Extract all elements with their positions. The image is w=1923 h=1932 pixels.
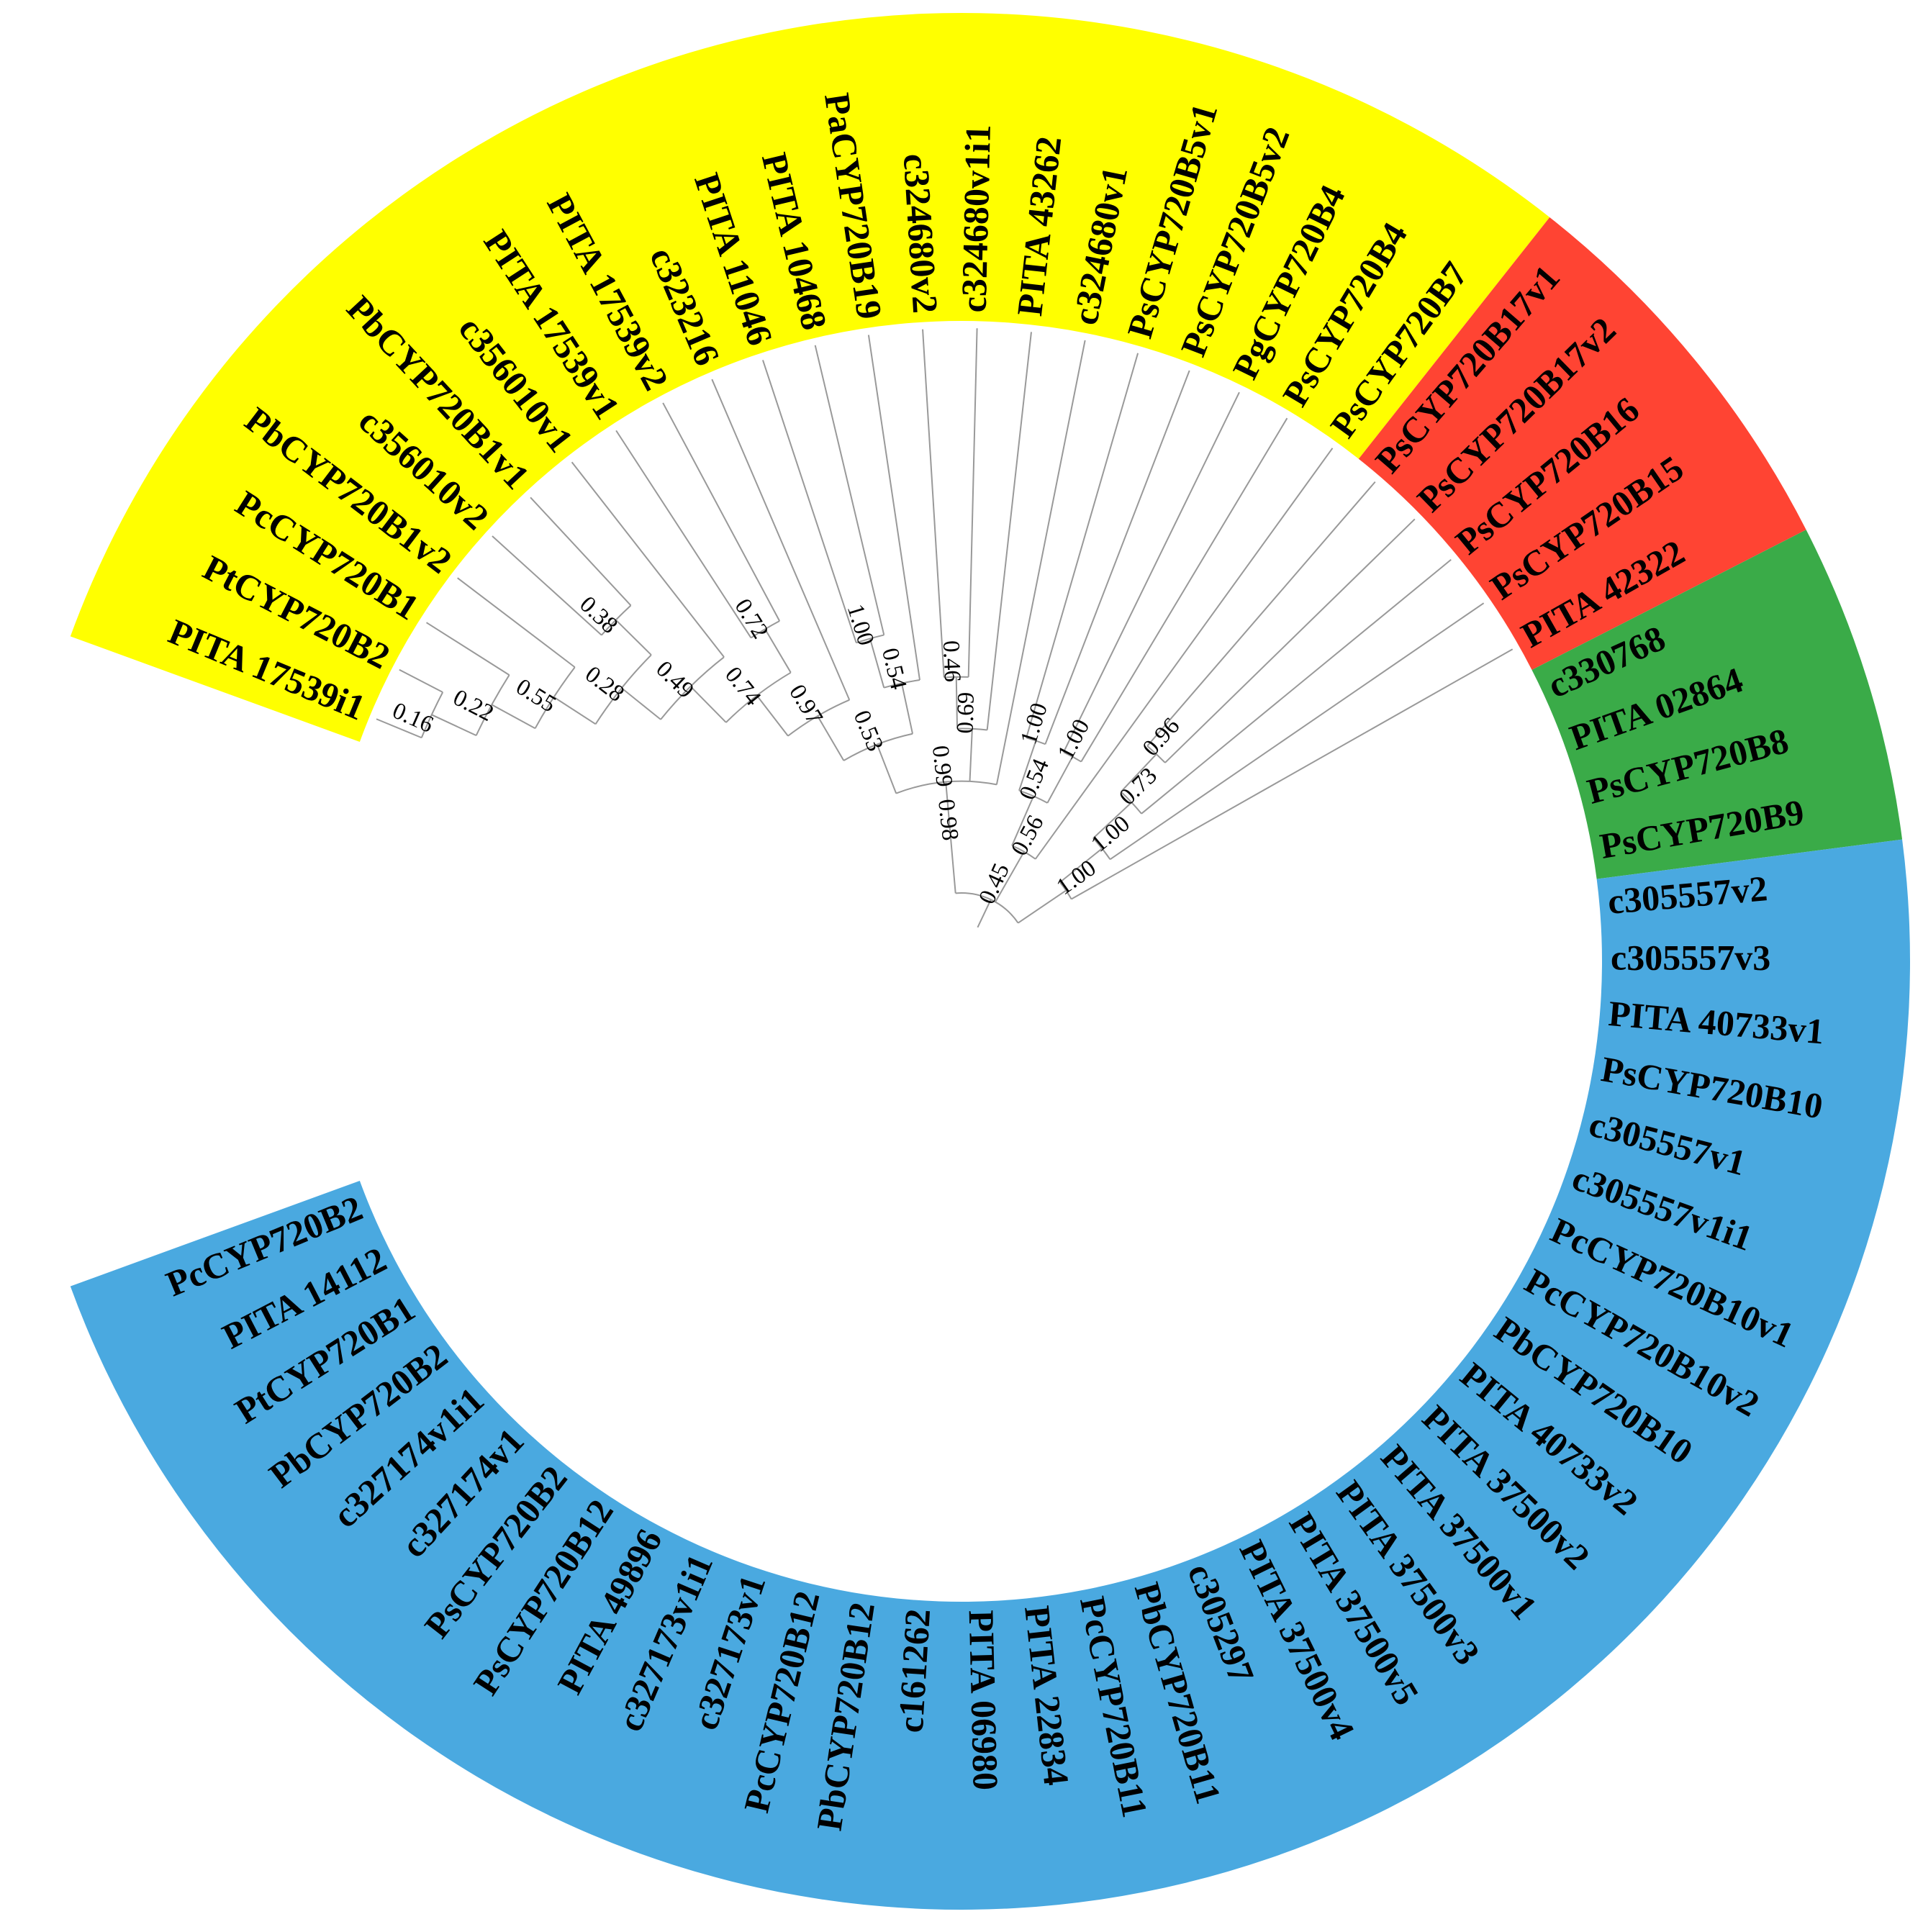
branch-line xyxy=(1146,481,1376,747)
support-value: 0.28 xyxy=(580,661,629,707)
support-value: 0.74 xyxy=(720,662,766,711)
branch-line xyxy=(762,360,857,643)
clade-color-bands xyxy=(70,13,1911,1910)
branch-arc xyxy=(1092,838,1111,860)
root-branch xyxy=(977,899,992,928)
support-value: 0.72 xyxy=(729,594,773,643)
branch-line xyxy=(1092,802,1132,839)
branch-line xyxy=(530,496,632,607)
support-value: 0.49 xyxy=(651,656,698,704)
support-value: 0.46 xyxy=(938,640,965,682)
branch-line xyxy=(376,718,422,739)
support-value: 1.00 xyxy=(842,602,879,649)
support-value: 0.54 xyxy=(1015,756,1054,804)
branch-arc xyxy=(955,892,1019,924)
branch-line xyxy=(986,332,1032,730)
support-value: 0.55 xyxy=(512,674,561,718)
branch-line xyxy=(1141,558,1452,815)
branch-arc xyxy=(534,666,576,729)
support-value: 1.00 xyxy=(1087,811,1135,858)
branch-line xyxy=(995,340,1086,785)
branch-arc xyxy=(787,699,850,737)
branch-arc xyxy=(594,654,652,725)
leaf-label: PITA 06980 xyxy=(962,1610,1006,1791)
branch-line xyxy=(1164,518,1416,763)
branch-line xyxy=(615,430,752,638)
leaf-label: c161262 xyxy=(890,1607,938,1733)
branch-line xyxy=(1080,417,1288,763)
branch-line xyxy=(621,687,661,720)
leaf-label: c324680v2 xyxy=(896,153,946,314)
branch-line xyxy=(764,628,792,674)
branch-arc xyxy=(725,671,792,723)
branch-line xyxy=(689,686,727,723)
branch-line xyxy=(491,704,536,730)
branch-line xyxy=(431,714,477,737)
branch-line xyxy=(869,638,885,688)
support-value: 0.38 xyxy=(574,591,623,639)
clade-band-blue xyxy=(70,839,1911,1910)
branch-line xyxy=(867,335,920,681)
branch-line xyxy=(571,461,725,658)
branch-line xyxy=(1120,753,1157,793)
branch-line xyxy=(711,378,851,701)
branch-line xyxy=(949,835,956,894)
leaf-label: c305557v3 xyxy=(1611,937,1770,977)
support-value: 0.53 xyxy=(849,707,888,755)
branch-line xyxy=(425,622,510,676)
branch-line xyxy=(615,619,652,656)
tree-branches xyxy=(376,328,1513,928)
support-value: 0.99 xyxy=(927,744,957,788)
branch-line xyxy=(922,329,945,678)
branch-line xyxy=(817,715,845,761)
branch-line xyxy=(399,668,443,693)
branch-line xyxy=(955,676,959,729)
branch-arc xyxy=(660,656,725,720)
branch-line xyxy=(969,728,973,781)
branch-line xyxy=(1059,848,1103,883)
branch-line xyxy=(1109,602,1485,861)
support-value: 0.45 xyxy=(974,860,1015,908)
support-value: 0.22 xyxy=(449,685,498,727)
branch-line xyxy=(995,851,1025,902)
branch-line xyxy=(662,402,781,622)
branch-arc xyxy=(944,676,969,679)
branch-line xyxy=(1046,756,1074,804)
branch-line xyxy=(1011,796,1034,846)
support-value: 0.16 xyxy=(389,698,437,738)
branch-arc xyxy=(895,780,997,794)
branch-line xyxy=(1018,740,1037,792)
support-value: 0.54 xyxy=(877,645,911,691)
branch-line xyxy=(814,345,885,635)
branch-line xyxy=(1044,370,1190,745)
leaf-label: c324680v1i1 xyxy=(954,124,998,312)
clade-band-yellow xyxy=(70,13,1550,743)
branch-line xyxy=(457,577,576,668)
support-value: 1.00 xyxy=(1053,715,1095,764)
branch-line xyxy=(967,328,978,677)
branch-line xyxy=(1018,889,1067,924)
branch-line xyxy=(553,696,597,725)
branch-line xyxy=(1026,353,1139,738)
branch-line xyxy=(876,744,897,794)
support-value: 0.56 xyxy=(1007,811,1049,860)
branch-arc xyxy=(475,674,510,736)
branch-line xyxy=(1062,391,1240,753)
branch-line xyxy=(1071,648,1513,900)
support-value: 0.98 xyxy=(933,798,963,842)
branch-line xyxy=(492,535,602,636)
support-value: 0.69 xyxy=(953,691,979,734)
support-value: 1.00 xyxy=(1052,855,1101,900)
branch-line xyxy=(900,683,914,734)
clade-band-green xyxy=(1531,530,1903,879)
branch-line xyxy=(945,781,951,836)
support-value: 0.96 xyxy=(1138,713,1185,761)
branch-arc xyxy=(843,733,913,761)
branch-line xyxy=(1034,448,1334,860)
branch-arc xyxy=(1059,881,1072,900)
branch-line xyxy=(756,694,789,737)
clade-band-red xyxy=(1358,217,1806,670)
